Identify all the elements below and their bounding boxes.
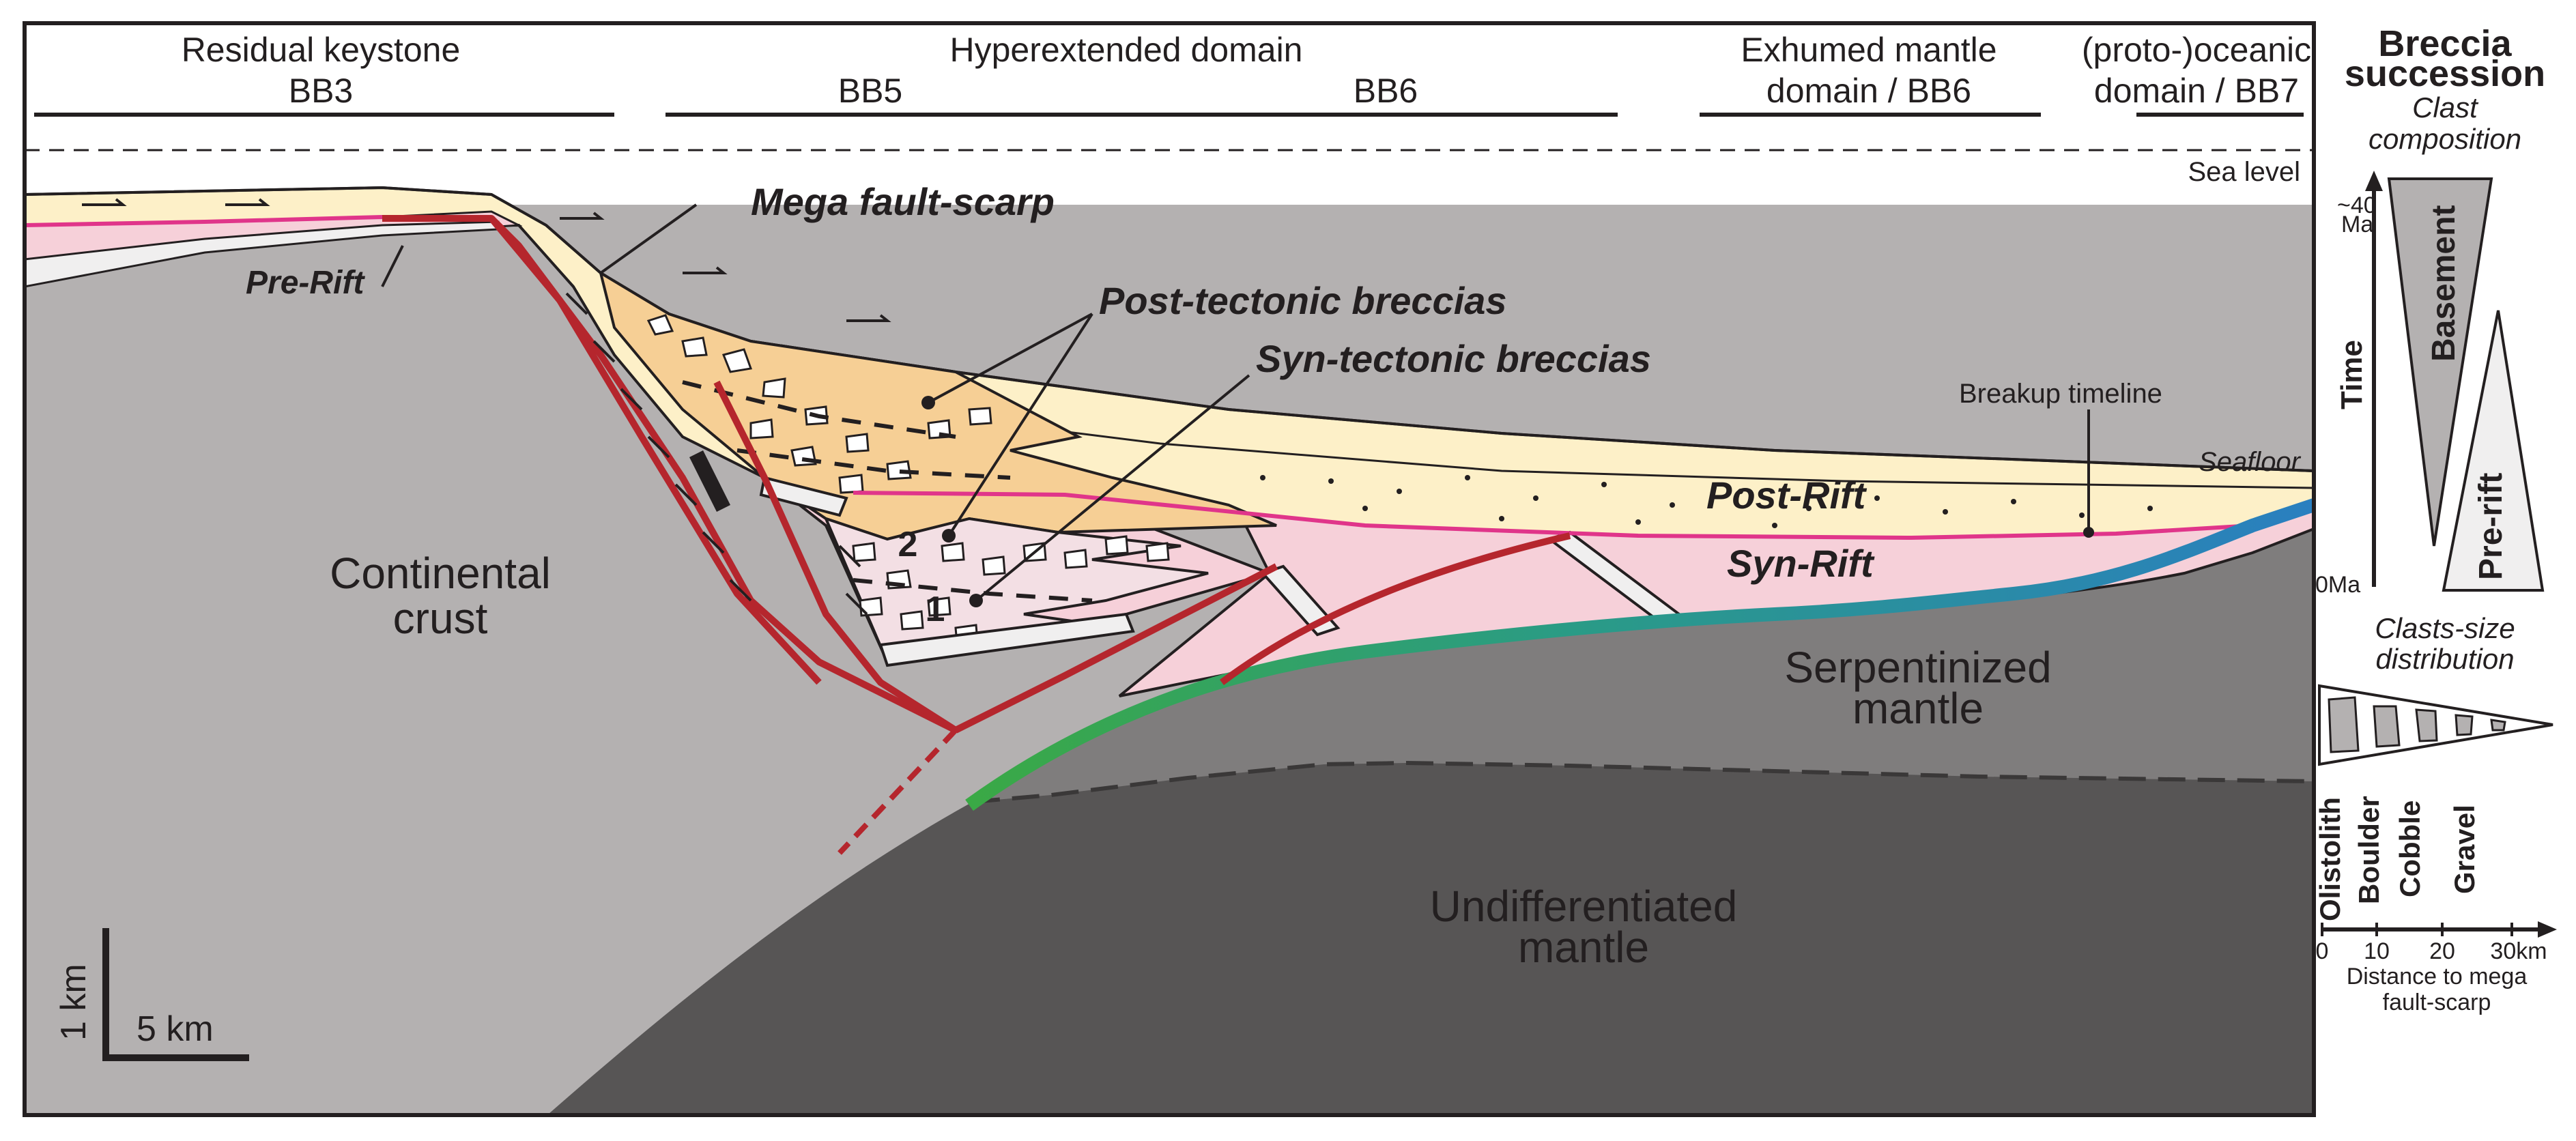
- tilted-block-strips: [759, 476, 1683, 667]
- legend-tick-20: 20: [2429, 938, 2455, 964]
- legend-cobble: Cobble: [2394, 800, 2426, 897]
- legend-tick-0: 0: [2316, 938, 2329, 964]
- exhumation-surface: [965, 498, 2314, 811]
- legend-basement: Basement: [2426, 205, 2462, 362]
- legend-distance-1: Distance to mega: [2347, 964, 2528, 990]
- scale-vertical-label: 1 km: [54, 964, 94, 1041]
- marker-2: 2: [898, 525, 918, 564]
- label-serpentinized-1: Serpentinized: [1784, 643, 2051, 692]
- label-seafloor: Seafloor: [2199, 447, 2302, 477]
- distance-axis-arrowhead: [2538, 921, 2557, 938]
- legend-clast-2: composition: [2369, 123, 2521, 155]
- undifferentiated-mantle-top-dashed: [972, 760, 2314, 804]
- header-bb6: BB6: [1354, 72, 1418, 110]
- fault-movement-arrow: [689, 450, 730, 512]
- legend-olistolith: Olistolith: [2314, 797, 2346, 921]
- label-continental-2: crust: [393, 594, 488, 643]
- header-exhumed-1: Exhumed mantle: [1741, 31, 1997, 69]
- legend-tick-30: 30km: [2490, 938, 2547, 964]
- legend-boulder: Boulder: [2353, 796, 2385, 904]
- annotation-leaders: [381, 203, 2090, 602]
- header-bb5: BB5: [838, 72, 903, 110]
- marker-1: 1: [926, 590, 945, 629]
- legend-size-1: Clasts-size: [2375, 612, 2515, 644]
- time-axis-arrowhead: [2365, 171, 2383, 191]
- clast-size-shapes: [2328, 696, 2506, 753]
- undifferentiated-mantle: [547, 763, 2314, 1115]
- label-syn-rift: Syn-Rift: [1727, 542, 1875, 585]
- header-hyperextended: Hyperextended domain: [950, 31, 1303, 69]
- legend-tick-10: 10: [2364, 938, 2390, 964]
- label-pre-rift: Pre-Rift: [246, 265, 365, 301]
- legend-time: Time: [2335, 340, 2369, 409]
- legend-size-2: distribution: [2375, 643, 2514, 675]
- distance-axis-ticks: [2321, 923, 2513, 936]
- legend-distance-2: fault-scarp: [2383, 990, 2491, 1015]
- surface-half-arrows: [82, 198, 891, 322]
- detachment-faults: [382, 215, 1571, 734]
- fault-scarp-ticks: [565, 292, 868, 616]
- post-rift-dots: [1260, 475, 2153, 528]
- breccia-succession-legend: Breccia succession Clast composition ~40…: [2314, 23, 2557, 1015]
- label-post-tectonic-breccias: Post-tectonic breccias: [1099, 279, 1507, 322]
- label-mega-fault-scarp: Mega fault-scarp: [751, 180, 1055, 223]
- legend-clast-1: Clast: [2412, 91, 2479, 124]
- label-post-rift: Post-Rift: [1706, 474, 1867, 517]
- legend-title-1: Breccia: [2378, 23, 2512, 64]
- breccia-dash-lines: [682, 380, 1093, 603]
- legend-gravel: Gravel: [2448, 805, 2480, 894]
- legend-age-bottom: 0Ma: [2315, 572, 2360, 598]
- legend-age-top-2: Ma: [2341, 212, 2373, 237]
- header-oceanic-2: domain / BB7: [2094, 72, 2299, 110]
- scale-horizontal-label: 5 km: [137, 1009, 214, 1049]
- pre-rift-triangle: [2442, 310, 2545, 592]
- header-residual-keystone: Residual keystone: [182, 31, 461, 69]
- label-undifferentiated-1: Undifferentiated: [1430, 882, 1738, 931]
- legend-title-2: succession: [2345, 53, 2545, 94]
- fault-extension-dotted: [838, 728, 958, 855]
- label-breakup-timeline: Breakup timeline: [1959, 379, 2162, 409]
- legend-pre-rift: Pre-rift: [2473, 473, 2509, 580]
- header-oceanic-1: (proto-)oceanic: [2082, 31, 2311, 69]
- label-serpentinized-2: mantle: [1852, 684, 1984, 733]
- breakup-timeline-line: [853, 491, 2314, 540]
- cross-section: [25, 186, 2314, 1115]
- label-continental-1: Continental: [330, 549, 551, 598]
- label-syn-tectonic-breccias: Syn-tectonic breccias: [1256, 337, 1651, 380]
- section-frame: [23, 21, 2316, 1117]
- annotation-dots: [921, 396, 2094, 607]
- breccia-wedge: [598, 270, 1277, 541]
- header-exhumed-2: domain / BB6: [1766, 72, 1971, 110]
- basement-triangle: [2387, 177, 2493, 547]
- label-undifferentiated-2: mantle: [1518, 923, 1649, 972]
- scale-bar: [102, 928, 249, 1061]
- label-sea-level: Sea level: [2188, 157, 2300, 187]
- header-bb3: BB3: [289, 72, 354, 110]
- legend-age-top-1: ~40: [2337, 192, 2377, 218]
